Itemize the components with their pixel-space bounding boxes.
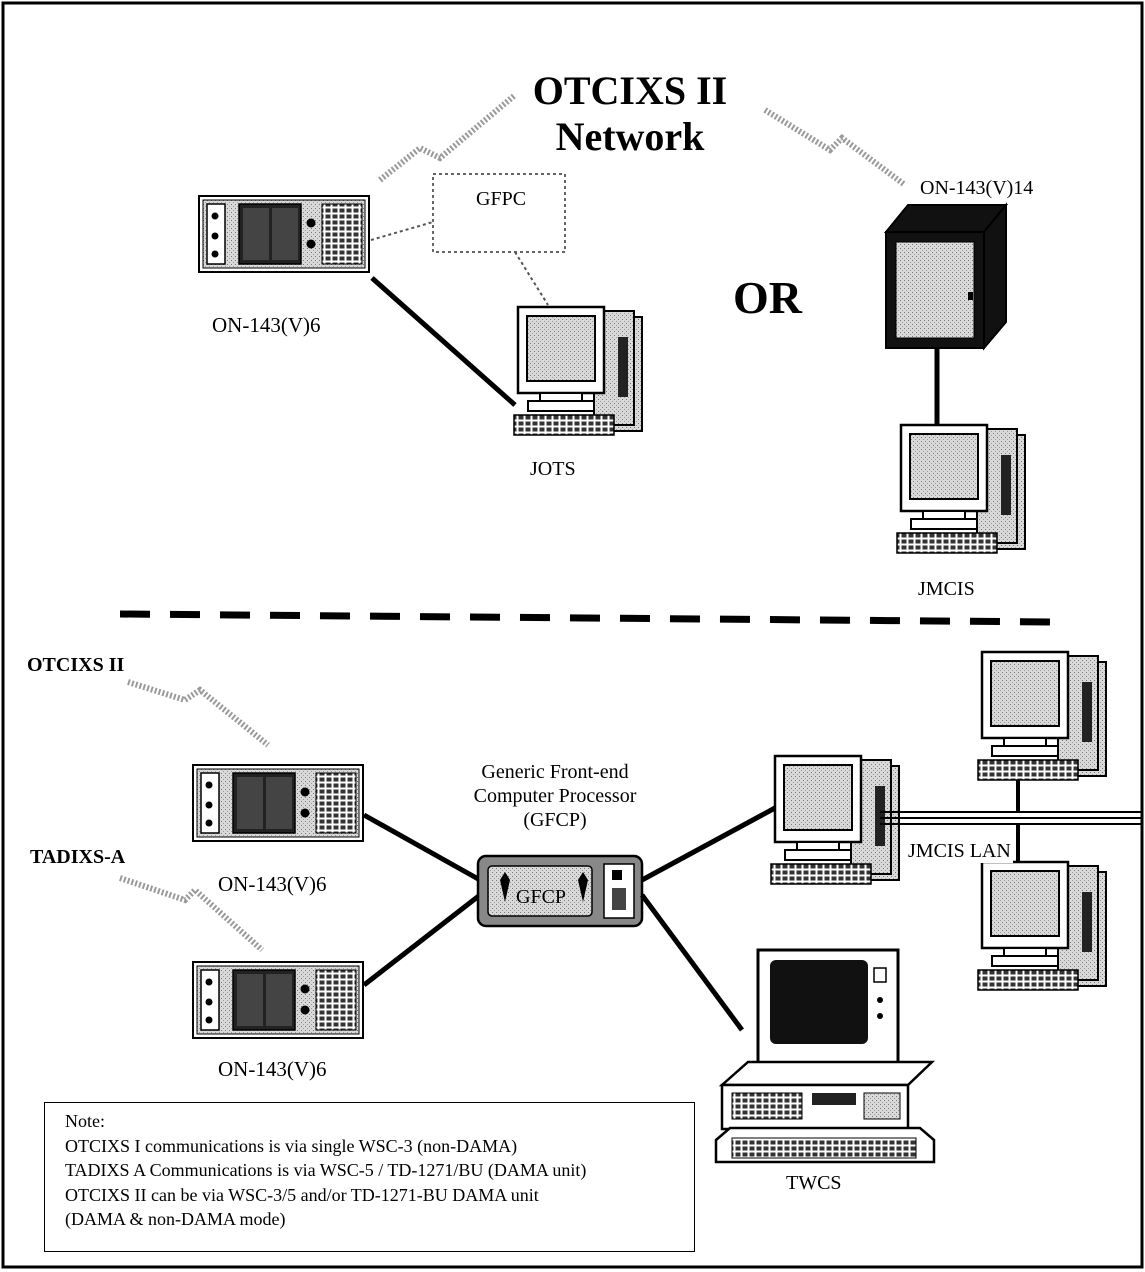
jmcis-lan-bus <box>880 780 1142 862</box>
gfpc-connector-2 <box>514 251 549 306</box>
note-line-3: OTCIXS II can be via WSC-3/5 and/or TD-1… <box>65 1184 539 1205</box>
gfcp-twcs-link <box>639 893 745 1032</box>
jmcis-label: JMCIS <box>918 578 975 600</box>
gfpc-connector-1 <box>370 221 434 241</box>
gfpc-label: GFPC <box>476 188 527 210</box>
note-box: Note: OTCIXS I communications is via sin… <box>44 1102 695 1252</box>
otcixs-ii-label: OTCIXS II <box>27 654 125 676</box>
or-label: OR <box>733 272 802 323</box>
note-line-2: TADIXS A Communications is via WSC-5 / T… <box>65 1160 587 1180</box>
gfcp-description-line2: Computer Processor <box>473 785 637 807</box>
lightning-bolt-1 <box>378 92 517 183</box>
network-title-line2: Network <box>555 114 705 159</box>
lightning-bolt-2 <box>763 107 907 188</box>
radio-jots-link <box>370 276 517 407</box>
lightning-bolt-3 <box>127 679 270 748</box>
gfcp-description-line1: Generic Front-end <box>481 761 629 783</box>
gfcp-description-line3: (GFCP) <box>523 809 587 831</box>
on143-v6-label-bottom: ON-143(V)6 <box>218 1057 327 1081</box>
twcs-computer <box>714 948 936 1164</box>
jots-label: JOTS <box>530 458 576 480</box>
network-title: OTCIXS II Network <box>520 68 740 160</box>
lan-workstation-left <box>769 754 901 886</box>
twcs-label: TWCS <box>786 1172 842 1194</box>
network-title-line1: OTCIXS II <box>532 68 728 113</box>
jmcis-workstation <box>895 423 1027 555</box>
note-line-4: (DAMA & non-DAMA mode) <box>65 1209 286 1229</box>
gfcp-box-label: GFCP <box>516 886 567 908</box>
lan-workstation-top-right <box>976 650 1108 782</box>
radio-bottom-gfcp-link <box>362 893 482 987</box>
gfpc-box <box>432 173 566 253</box>
on143-v6-label-mid: ON-143(V)6 <box>218 872 327 896</box>
jmcis-lan-label: JMCIS LAN <box>906 840 1013 863</box>
tadixs-a-label: TADIXS-A <box>30 846 126 868</box>
note-line-1: OTCIXS I communications is via single WS… <box>65 1135 518 1156</box>
on143-v6-radio-mid <box>192 764 364 842</box>
gfcp-unit <box>476 854 644 928</box>
lan-workstation-bottom-right <box>976 860 1108 992</box>
on143-v6-radio-bottom <box>192 961 364 1039</box>
gfcp-description: Generic Front-end Computer Processor (GF… <box>450 760 660 832</box>
on143-v6-label-top: ON-143(V)6 <box>212 313 321 337</box>
on143-v14-label: ON-143(V)14 <box>920 177 1034 199</box>
jots-workstation <box>512 305 644 437</box>
on143-v6-radio-top <box>198 195 370 273</box>
gfcp-lan-link <box>640 805 777 883</box>
radio-mid-gfcp-link <box>362 812 482 883</box>
section-divider <box>119 610 1056 626</box>
note-heading: Note: <box>65 1111 105 1131</box>
on143-v14-cabinet <box>883 202 1009 351</box>
